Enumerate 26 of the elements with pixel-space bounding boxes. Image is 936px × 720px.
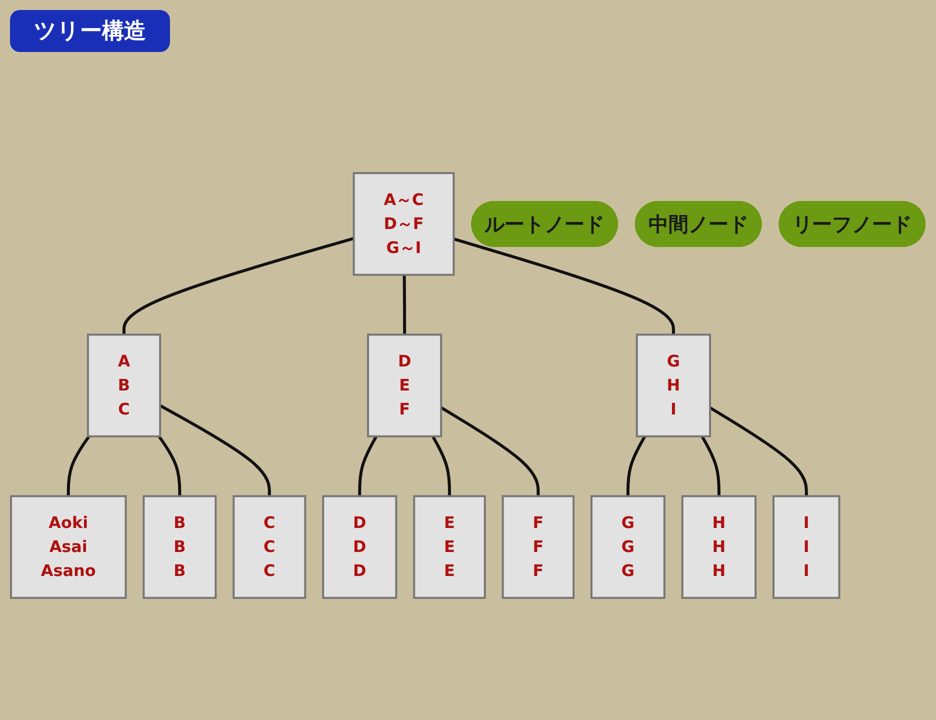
connector <box>358 435 378 496</box>
connector <box>709 406 808 496</box>
node-box: G H I <box>636 333 712 437</box>
title-banner: ツリー構造 <box>10 10 170 52</box>
connector <box>158 435 182 496</box>
node-box: D D D <box>322 494 398 598</box>
node-box: I I I <box>772 494 840 598</box>
node-box: A B C <box>86 333 162 437</box>
node-box: E E E <box>413 494 486 598</box>
connector <box>700 435 720 496</box>
connector <box>66 435 90 496</box>
node-box: F F F <box>502 494 575 598</box>
node-box: C C C <box>232 494 306 598</box>
node-box: Aoki Asai Asano <box>10 494 127 598</box>
connector <box>432 435 451 496</box>
node-box: H H H <box>681 494 757 598</box>
connector <box>402 274 406 334</box>
node-box: D E F <box>367 333 442 437</box>
connector <box>159 404 271 496</box>
connector <box>626 435 646 496</box>
node-box: B B B <box>142 494 217 598</box>
node-box: G G G <box>590 494 666 598</box>
connector <box>122 236 354 334</box>
connector <box>440 406 540 496</box>
node-box: A～C D～F G～I <box>352 172 455 276</box>
connector <box>453 237 675 334</box>
